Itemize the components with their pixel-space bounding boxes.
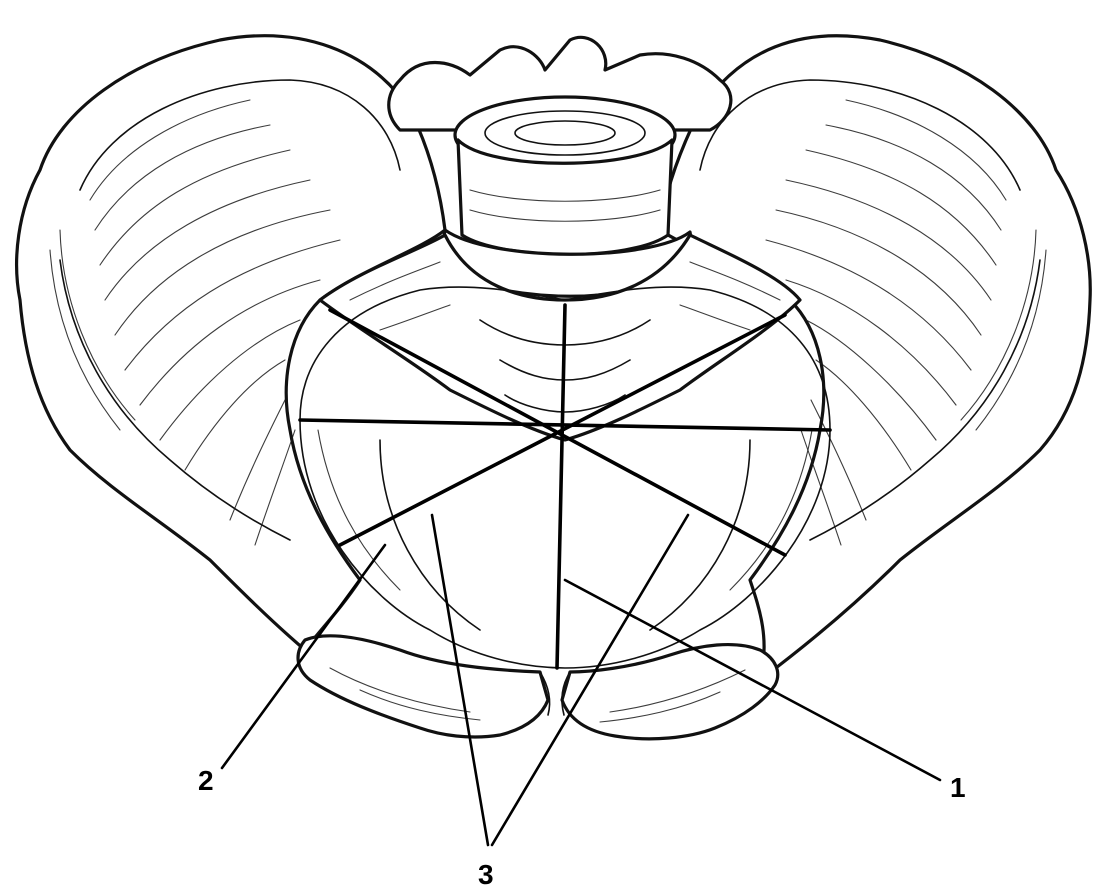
- callout-1: 1: [950, 772, 966, 803]
- callouts: 1 2 3: [198, 765, 966, 890]
- callout-2: 2: [198, 765, 214, 796]
- callout-3: 3: [478, 859, 494, 890]
- pubic-bones: [298, 636, 778, 739]
- pelvic-diameters: [300, 305, 830, 668]
